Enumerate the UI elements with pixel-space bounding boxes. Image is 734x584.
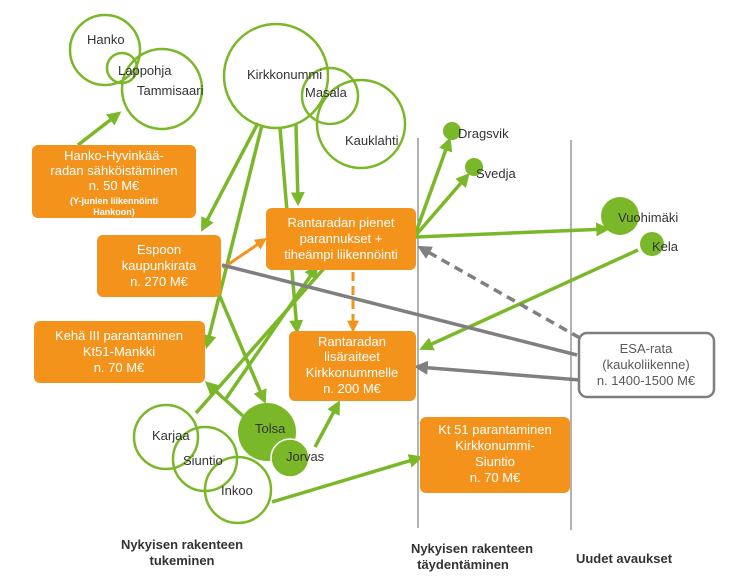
label-tolsa: Tolsa <box>255 421 286 436</box>
label-kauklahti: Kauklahti <box>345 133 399 148</box>
svg-text:Hankoon): Hankoon) <box>93 207 135 217</box>
svg-text:ESA-rata: ESA-rata <box>620 341 674 356</box>
gray-connectors <box>221 245 581 382</box>
line-espoon-to-esa <box>221 263 578 357</box>
label-hanko: Hanko <box>87 32 125 47</box>
place-circles <box>68 13 407 525</box>
circle-masala <box>300 66 360 126</box>
box-keha-iii: Kehä III parantaminen Kt51-Mankki n. 70 … <box>34 321 205 383</box>
label-jorvas: Jorvas <box>286 449 325 464</box>
svg-text:Hanko-Hyvinkää-: Hanko-Hyvinkää- <box>64 148 164 163</box>
footer-col3: Uudet avaukset <box>576 551 673 566</box>
footer-col2-line1: Nykyisen rakenteen <box>411 541 533 556</box>
box-esa-rata: ESA-rata (kaukoliikenne) n. 1400-1500 M€ <box>577 331 716 399</box>
arrow-tolsa-to-pienet <box>223 264 319 401</box>
svg-text:lisäraiteet: lisäraiteet <box>324 349 380 364</box>
svg-text:parannukset +: parannukset + <box>300 231 383 246</box>
arrow-pienet-to-dragsvik <box>414 137 453 233</box>
circle-kauklahti <box>315 78 407 170</box>
arrow-kirkkonummi-to-espoon <box>201 122 260 232</box>
label-dragsvik: Dragsvik <box>458 126 509 141</box>
arrow-jorvas-to-lisaraiteet <box>313 400 340 448</box>
label-kela: Kela <box>652 239 679 254</box>
box-kt51: Kt 51 parantaminen Kirkkonummi- Siuntio … <box>420 417 570 493</box>
arrow-karjaa-to-pienet <box>194 244 345 415</box>
label-inkoo: Inkoo <box>221 483 253 498</box>
arrow-esa-to-pienet-dashed <box>417 245 581 340</box>
circle-karjaa <box>132 403 200 471</box>
dot-svedja <box>465 158 483 176</box>
svg-text:(Y-junien liikennöinti: (Y-junien liikennöinti <box>70 196 158 206</box>
svg-text:n. 70 M€: n. 70 M€ <box>470 470 521 485</box>
footer-col1-line2: tukeminen <box>149 553 214 568</box>
svg-text:Rantaradan pienet: Rantaradan pienet <box>288 215 395 230</box>
svg-text:kaupunkirata: kaupunkirata <box>122 258 197 273</box>
svg-text:Kehä III parantaminen: Kehä III parantaminen <box>55 328 183 343</box>
svg-text:(kaukoliikenne): (kaukoliikenne) <box>602 357 689 372</box>
arrow-tolsa-to-keha <box>204 381 245 418</box>
box-rantaradan-lisaraiteet: Rantaradan lisäraiteet Kirkkonummelle n.… <box>289 331 416 401</box>
circle-tammisaari <box>120 47 204 131</box>
box-rantaradan-pienet: Rantaradan pienet parannukset + tiheämpi… <box>266 208 416 270</box>
svg-text:n. 50 M€: n. 50 M€ <box>89 178 140 193</box>
svg-text:Kirkkonummelle: Kirkkonummelle <box>306 365 398 380</box>
label-tammisaari: Tammisaari <box>137 83 204 98</box>
svg-text:tiheämpi liikennöinti: tiheämpi liikennöinti <box>284 247 398 262</box>
arrow-kela-to-lisaraiteet <box>419 248 639 351</box>
label-svedja: Svedja <box>476 166 517 181</box>
arrow-espoon-to-pienet <box>222 237 267 270</box>
place-labels: Hanko Lappohja Tammisaari Kirkkonummi Ma… <box>87 32 679 498</box>
green-connectors <box>76 111 639 504</box>
svg-text:Rantaradan: Rantaradan <box>318 334 386 349</box>
svg-text:Kirkkonummi-: Kirkkonummi- <box>455 438 534 453</box>
arrow-kirkkonummi-to-pienet <box>290 124 305 207</box>
arrow-pienet-to-svedja <box>414 172 470 237</box>
label-lappohja: Lappohja <box>118 63 172 78</box>
svg-text:Espoon: Espoon <box>137 242 181 257</box>
arrow-pienet-to-vuohimaki <box>415 222 611 239</box>
place-dots <box>238 122 664 478</box>
svg-text:Kt 51 parantaminen: Kt 51 parantaminen <box>438 422 551 437</box>
svg-text:n. 200 M€: n. 200 M€ <box>323 381 382 396</box>
footer-col1-line1: Nykyisen rakenteen <box>121 537 243 552</box>
arrow-espoon-to-tolsa <box>213 284 267 404</box>
svg-text:n. 70 M€: n. 70 M€ <box>94 360 145 375</box>
footer-captions: Nykyisen rakenteen tukeminen Nykyisen ra… <box>121 537 673 572</box>
footer-col2-line2: täydentäminen <box>417 557 509 572</box>
label-masala: Masala <box>305 85 348 100</box>
label-kirkkonummi: Kirkkonummi <box>247 67 322 82</box>
orange-connectors <box>222 237 359 333</box>
label-vuohimaki: Vuohimäki <box>618 210 678 225</box>
circle-inkoo <box>203 455 273 525</box>
arrow-hanko-box-to-tammisaari <box>76 111 122 147</box>
label-siuntio: Siuntio <box>183 453 223 468</box>
dot-dragsvik <box>443 122 461 140</box>
dot-jorvas <box>270 438 310 478</box>
circle-hanko <box>68 13 142 87</box>
svg-text:radan sähköistäminen: radan sähköistäminen <box>50 163 177 178</box>
svg-text:n. 270 M€: n. 270 M€ <box>130 274 189 289</box>
svg-text:n. 1400-1500 M€: n. 1400-1500 M€ <box>597 373 696 388</box>
box-hanko-hyvinkaa: Hanko-Hyvinkää- radan sähköistäminen n. … <box>32 145 196 218</box>
circle-kirkkonummi <box>222 22 330 130</box>
box-espoon-kaupunkirata: Espoon kaupunkirata n. 270 M€ <box>97 235 221 297</box>
svg-text:Kt51-Mankki: Kt51-Mankki <box>83 344 155 359</box>
dot-vuohimaki <box>601 197 639 235</box>
arrow-inkoo-to-kt51 <box>271 454 424 504</box>
arrow-esa-to-lisaraiteet <box>413 360 581 382</box>
svg-text:Siuntio: Siuntio <box>475 454 515 469</box>
dot-kela <box>640 232 664 256</box>
label-karjaa: Karjaa <box>152 428 190 443</box>
arrow-kirkkonummi-to-keha <box>202 124 264 350</box>
